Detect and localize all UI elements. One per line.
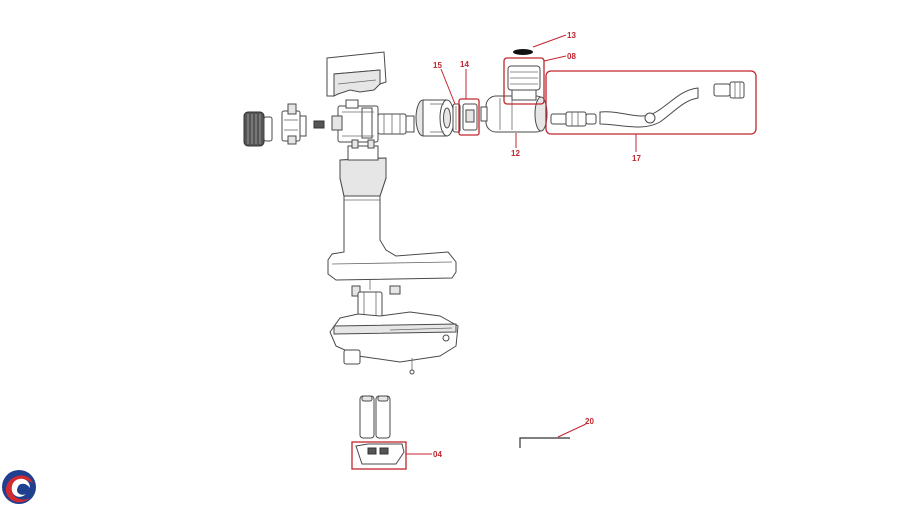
callout-08: 08 bbox=[567, 52, 576, 61]
part-15-seal bbox=[452, 103, 461, 133]
part-17-hose-set bbox=[550, 81, 745, 128]
highlight-box-14 bbox=[458, 98, 480, 136]
pillar-base bbox=[327, 139, 457, 281]
callout-04: 04 bbox=[433, 450, 442, 459]
part-08-connector bbox=[507, 65, 541, 101]
part-14-adapter bbox=[462, 103, 478, 131]
highlight-box-17 bbox=[545, 70, 757, 135]
highlight-box-08 bbox=[503, 57, 545, 105]
part-12-housing bbox=[480, 95, 548, 133]
callout-14: 14 bbox=[460, 60, 469, 69]
callout-12: 12 bbox=[511, 149, 520, 158]
callout-15: 15 bbox=[433, 61, 442, 70]
callout-20: 20 bbox=[585, 417, 594, 426]
highlight-box-04 bbox=[351, 441, 407, 470]
part-13-cap bbox=[513, 49, 533, 55]
part-20-bracket bbox=[519, 437, 570, 448]
callout-17: 17 bbox=[632, 154, 641, 163]
leader-lines bbox=[406, 34, 637, 455]
knob-assembly bbox=[243, 103, 325, 147]
top-cap bbox=[326, 51, 387, 97]
drive-assembly bbox=[329, 280, 459, 375]
central-mechanism bbox=[331, 99, 415, 158]
part-04-battery-pack bbox=[355, 395, 405, 465]
swirl-logo-icon bbox=[2, 470, 36, 504]
callout-13: 13 bbox=[567, 31, 576, 40]
cylinder-part bbox=[415, 99, 455, 137]
